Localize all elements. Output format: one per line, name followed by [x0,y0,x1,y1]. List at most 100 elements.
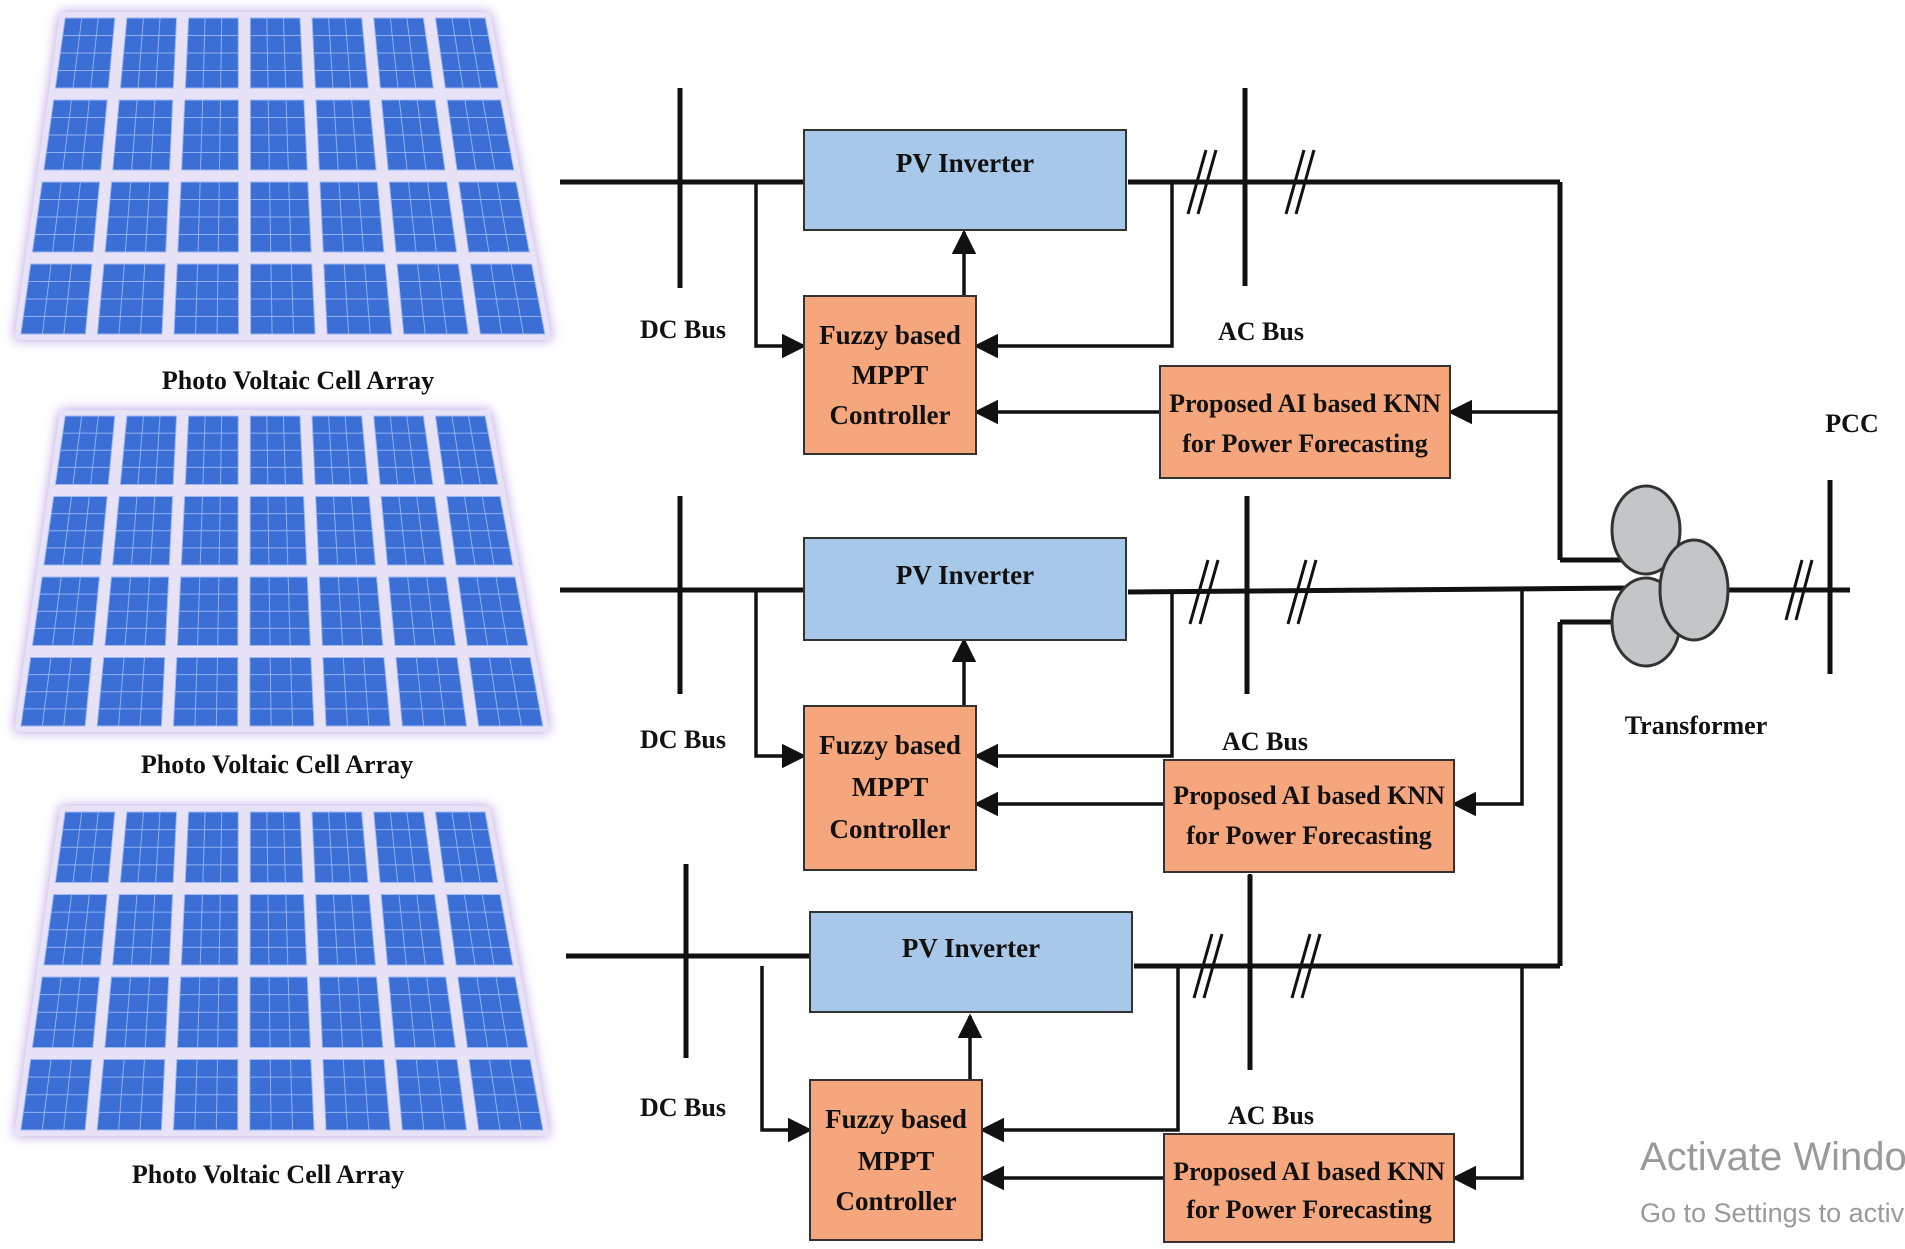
cell-grid-line [194,657,198,727]
cell-grid-line [338,181,344,253]
cell-grid-line [220,17,223,89]
cell-grid-line [333,99,339,171]
cell-grid-line [363,1059,370,1131]
dc-to-controller-arrow-1 [754,182,807,359]
cell-grid-line [202,17,206,89]
knn-1-line-2: for Power Forecasting [1182,429,1428,458]
solar-panel-array-2 [14,410,550,732]
array-label-2: Photo Voltaic Cell Array [141,750,413,779]
cell-grid-line [468,17,482,89]
cell-grid-line [218,894,221,966]
dc-to-controller-arrow-3 [760,966,813,1143]
cell-grid-line [266,811,269,883]
cell-grid-line [52,976,62,1048]
ac-bus-label-2: AC Bus [1222,727,1308,756]
cell-grid-line [90,415,99,485]
phase-mark [1198,559,1220,625]
cell-grid-line [144,576,151,646]
knn-forecasting-box-2 [1163,759,1455,873]
panel-frame [14,410,550,732]
mppt-controller-box-2 [803,705,977,871]
cell-grid-line [451,415,464,485]
phase-mark [1290,933,1312,999]
cell-grid-line [282,811,286,883]
pv-inverter-box-2 [803,537,1127,641]
watermark-line-1: Activate Window [1640,1135,1905,1179]
cell-grid-line [197,976,201,1048]
cell-grid-line [217,576,220,646]
cell-grid-line [194,1059,198,1131]
dc-to-controller-arrow-2 [754,590,807,769]
ac-line-2 [1127,585,1629,595]
cell-grid-line [149,894,156,966]
phase-mark [1286,559,1308,625]
cell-grid-line [266,17,269,89]
pv-inverter-box-1 [803,129,1127,231]
cell-grid-line [220,811,223,883]
cell-grid-line [290,1059,294,1131]
cell-grid-line [343,263,350,335]
cell-grid-line [342,1059,348,1131]
knn-forecasting-box-1 [1159,365,1451,479]
panel-frame [14,806,550,1136]
phase-mark [1186,149,1208,215]
cell-grid-line [155,811,161,883]
cell-grid-line [344,415,351,485]
cell-grid-line [451,17,464,89]
knn-2-line-2: for Power Forecasting [1186,821,1432,850]
cell-grid-line [81,496,90,566]
mppt-controller-box-1 [803,295,977,455]
cell-grid-line [62,496,72,566]
cell-grid-line [268,976,271,1048]
cell-grid-line [216,263,219,335]
cell-grid-line [288,181,292,253]
cell-grid-line [139,657,145,727]
cell-grid-line [217,181,220,253]
cell-grid-line [495,576,509,646]
cell-grid-line [406,17,417,89]
ac-to-knn-arrow-3 [1451,966,1524,1191]
cell-grid-line [137,415,144,485]
cell-grid-line [437,263,448,335]
transformer-winding-3 [1658,538,1730,642]
controller-2-line-1: Fuzzy based [819,730,961,760]
cell-grid-line [426,576,436,646]
cell-grid-line [468,811,481,883]
cell-grid-line [62,894,72,966]
cell-grid-line [389,811,399,883]
cell-grid-line [328,415,334,485]
cell-grid-line [124,976,132,1048]
phase-mark [1188,559,1210,625]
inverter-label-3: PV Inverter [902,933,1040,963]
dc-bus-label-3: DC Bus [640,1093,726,1122]
phase-mark [1196,149,1218,215]
wiring [560,88,1850,1070]
cell-grid-line [427,181,437,253]
cell-grid-line [287,976,291,1048]
cell-grid-line [41,1059,52,1131]
knn-1-line-1: Proposed AI based KNN [1169,389,1441,418]
cell-grid-line [407,576,416,646]
cell-grid-line [218,99,222,171]
cell-grid-line [215,1059,218,1131]
cell-grid-line [90,17,99,89]
cell-grid-line [488,1059,501,1131]
cell-grid-line [137,811,144,883]
control-wiring [754,182,1560,1191]
cell-grid-line [63,1059,72,1131]
phase-mark [1794,559,1814,621]
cell-grid-line [144,976,151,1048]
cell-grid-line [351,99,358,171]
cell-grid-line [197,576,201,646]
cell-grid-line [282,17,287,89]
cell-grid-line [510,263,524,335]
cell-grid-line [364,263,371,335]
phase-mark [1202,933,1224,999]
transformer-winding-1 [1610,484,1682,576]
cell-grid-line [202,415,206,485]
cell-grid-line [406,811,416,883]
cell-grid-line [41,263,52,335]
ac-to-controller-arrow-2 [973,592,1174,769]
controller-3-line-1: Fuzzy based [825,1104,967,1134]
